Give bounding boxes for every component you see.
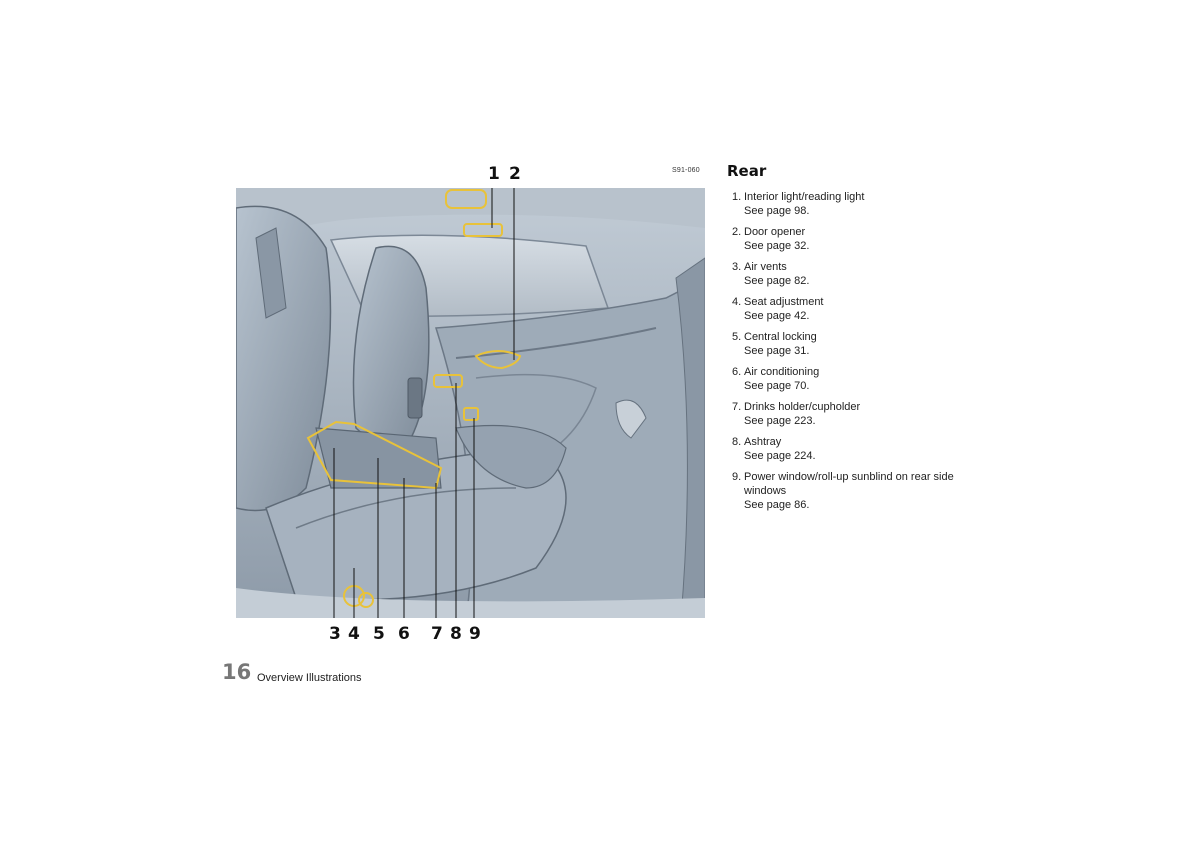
callout-9: 9 [469, 624, 481, 644]
list-item: 3. Air vents See page 82. [732, 260, 972, 288]
item-label: Drinks holder/cupholder [744, 401, 861, 413]
item-label: Seat adjustment [744, 296, 824, 308]
list-item: 9. Power window/roll-up sunblind on rear… [732, 470, 972, 512]
callout-1: 1 [488, 164, 500, 184]
section-title: Rear [727, 162, 767, 180]
list-item: 8. Ashtray See page 224. [732, 435, 972, 463]
list-item: 5. Central locking See page 31. [732, 330, 972, 358]
item-label: Ashtray [744, 436, 782, 448]
callout-3: 3 [329, 624, 341, 644]
callout-7: 7 [431, 624, 443, 644]
callout-2: 2 [509, 164, 521, 184]
item-label: Power window/roll-up sunblind on rear si… [744, 471, 954, 497]
item-label: Central locking [744, 331, 817, 343]
list-item: 7. Drinks holder/cupholder See page 223. [732, 400, 972, 428]
page-number: 16 [222, 660, 252, 684]
page-reference: See page 82. [744, 275, 810, 287]
page-reference: See page 31. [744, 345, 810, 357]
item-label: Door opener [744, 226, 806, 238]
item-label: Interior light/reading light [744, 191, 865, 203]
callout-8: 8 [450, 624, 462, 644]
footer-section-name: Overview Illustrations [257, 672, 362, 684]
list-item: 2. Door opener See page 32. [732, 225, 972, 253]
callout-4: 4 [348, 624, 360, 644]
legend-list: 1. Interior light/reading light See page… [732, 190, 972, 519]
callout-5: 5 [373, 624, 385, 644]
page-reference: See page 224. [744, 450, 816, 462]
page-reference: See page 98. [744, 205, 810, 217]
list-item: 6. Air conditioning See page 70. [732, 365, 972, 393]
figure-code: S91-060 [672, 167, 700, 174]
callout-6: 6 [398, 624, 410, 644]
page-reference: See page 223. [744, 415, 816, 427]
item-label: Air conditioning [744, 366, 820, 378]
item-label: Air vents [744, 261, 787, 273]
page-reference: See page 86. [744, 499, 810, 511]
page-reference: See page 32. [744, 240, 810, 252]
rear-interior-illustration [236, 188, 705, 618]
list-item: 4. Seat adjustment See page 42. [732, 295, 972, 323]
page-reference: See page 42. [744, 310, 810, 322]
list-item: 1. Interior light/reading light See page… [732, 190, 972, 218]
page-reference: See page 70. [744, 380, 810, 392]
